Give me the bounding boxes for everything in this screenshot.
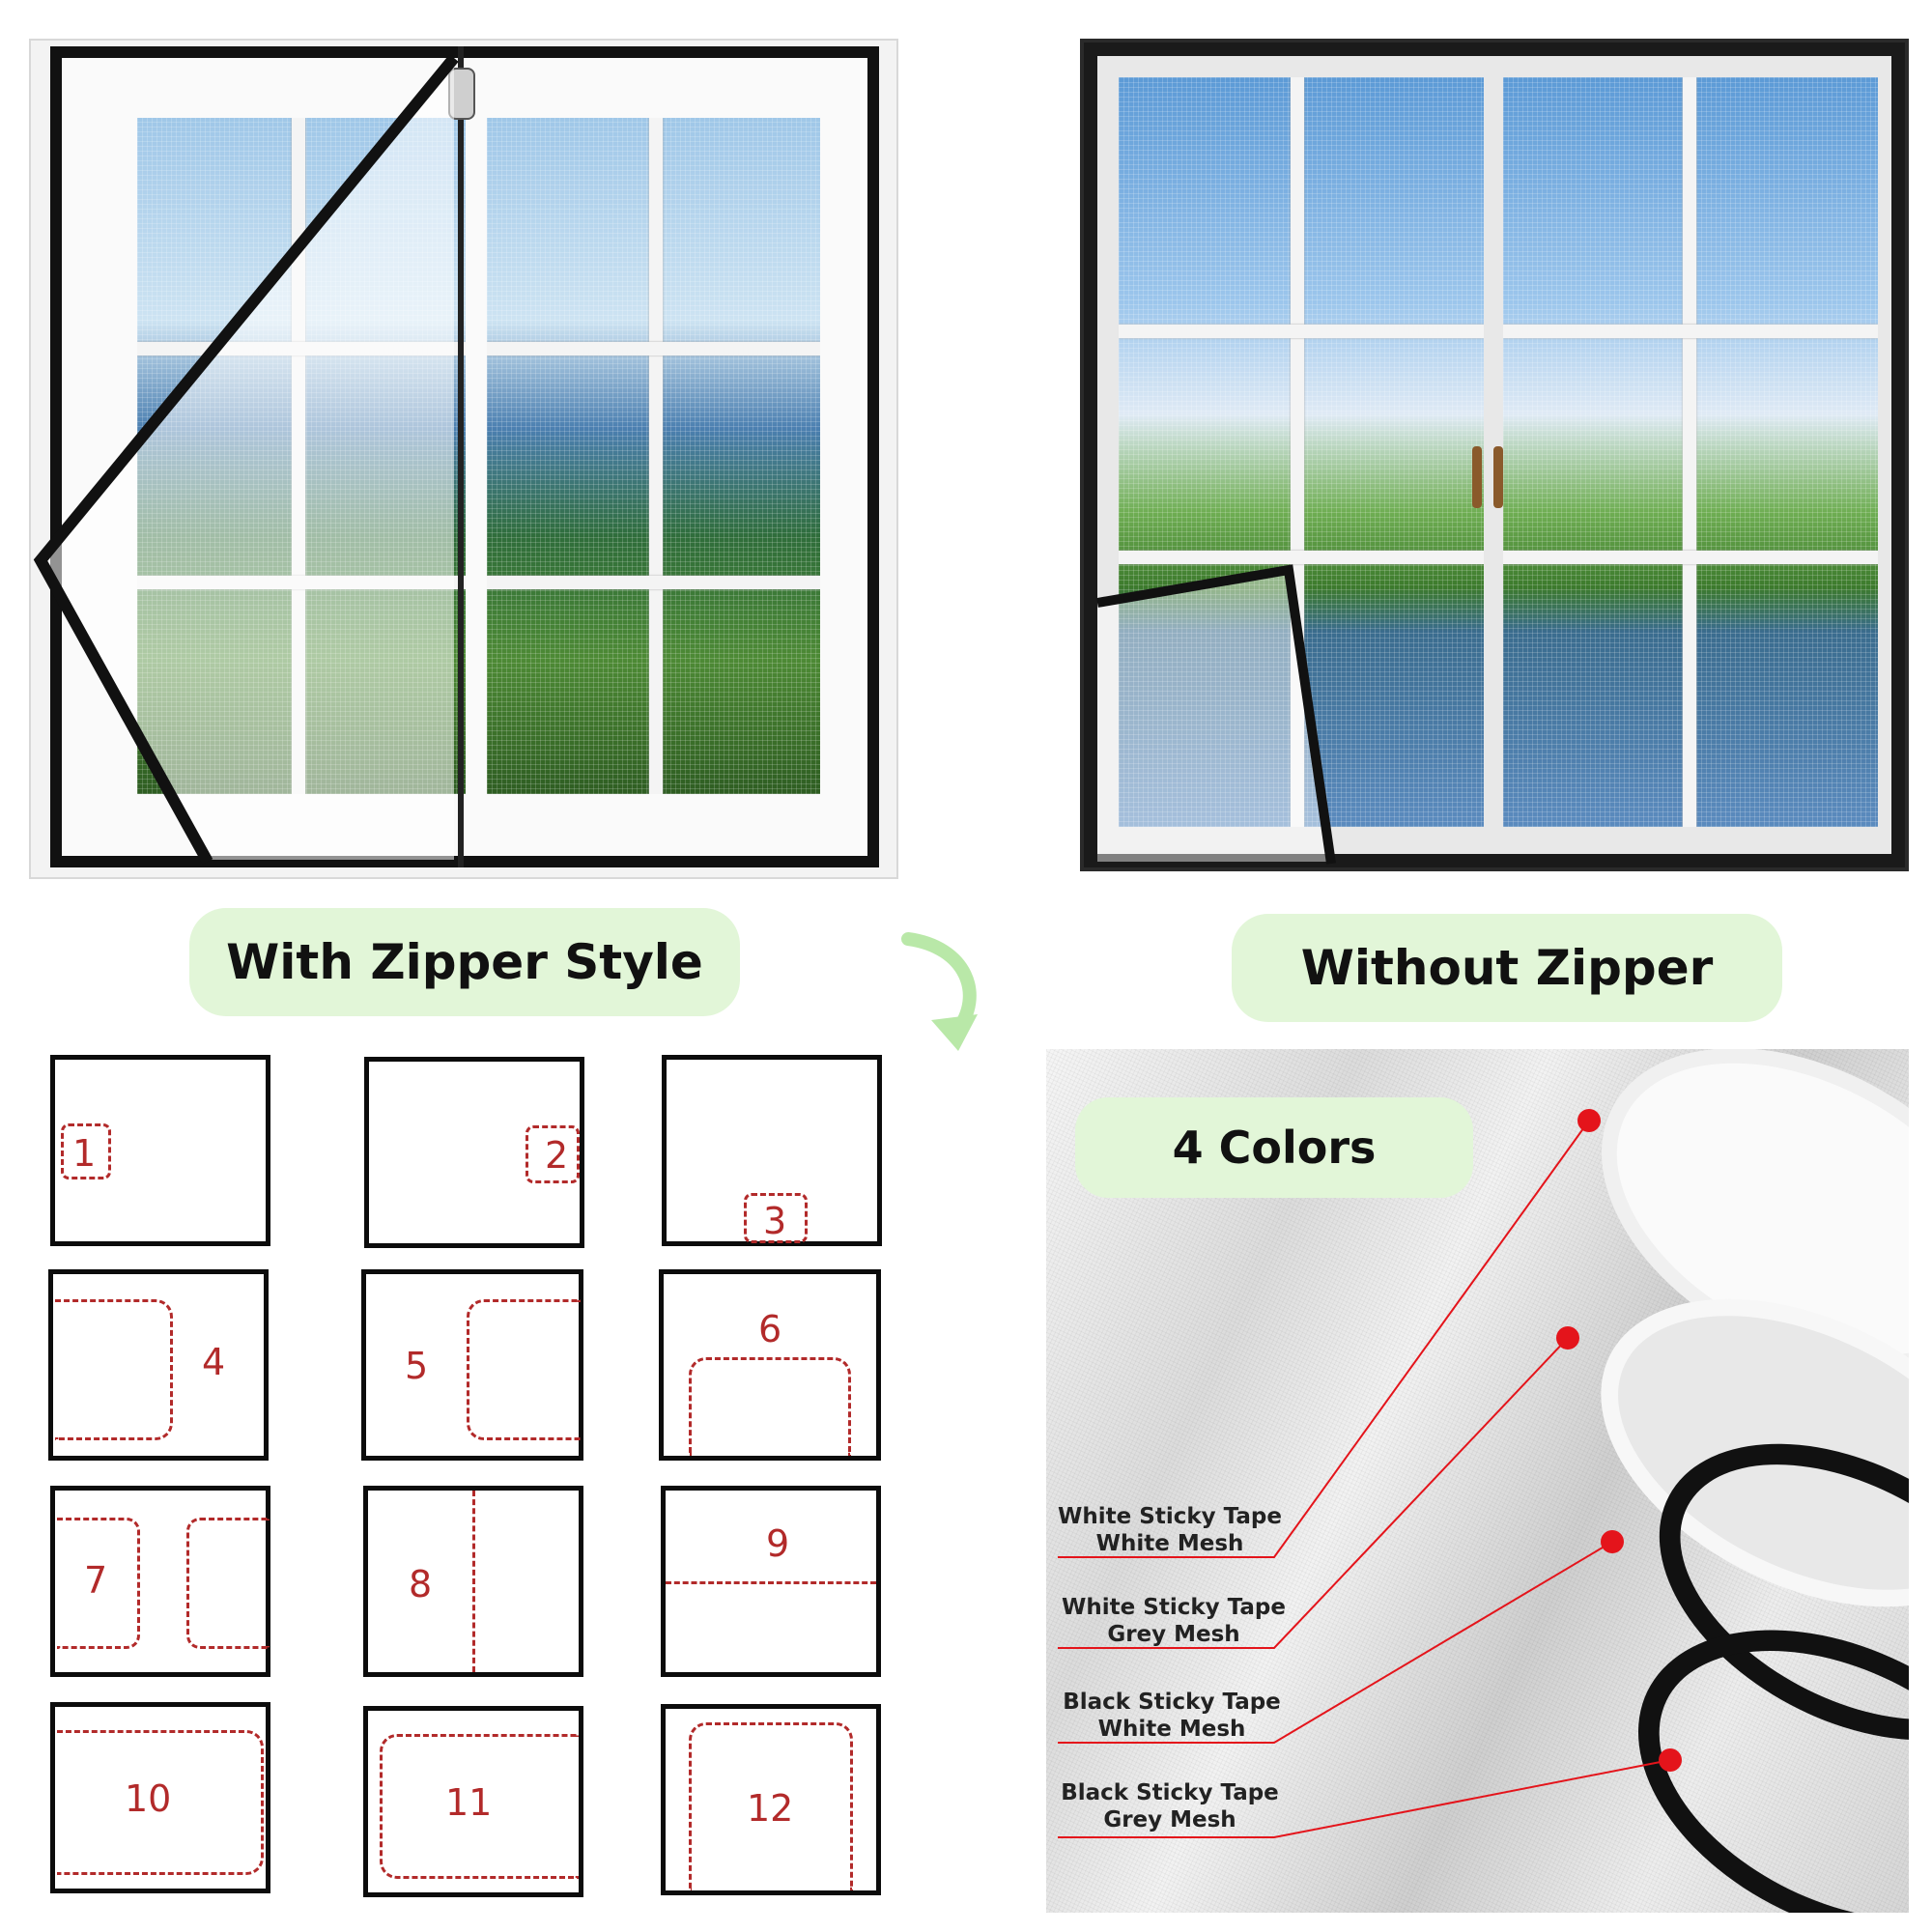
style-number: 2 bbox=[545, 1134, 569, 1177]
style-diagram-7: 7 bbox=[50, 1486, 270, 1677]
tape-color: Black Sticky Tape bbox=[1063, 1690, 1281, 1715]
color-option-3: Black Sticky Tape White Mesh bbox=[1058, 1689, 1286, 1743]
with-zipper-text: With Zipper Style bbox=[226, 934, 703, 990]
style-number: 4 bbox=[202, 1341, 226, 1383]
marker-dot bbox=[1577, 1109, 1601, 1132]
window-glass-right bbox=[487, 118, 820, 794]
zipper-line bbox=[458, 46, 464, 867]
style-diagram-1: 1 bbox=[50, 1055, 270, 1246]
style-diagram-12: 12 bbox=[661, 1704, 881, 1895]
style-number: 3 bbox=[763, 1200, 787, 1242]
style-number: 10 bbox=[125, 1777, 172, 1820]
peeled-corner-icon bbox=[33, 54, 459, 865]
mesh-color: White Mesh bbox=[1095, 1531, 1244, 1556]
window-glass-right bbox=[1503, 77, 1878, 827]
marker-dot bbox=[1601, 1530, 1624, 1553]
style-number: 7 bbox=[84, 1559, 108, 1602]
color-option-1: White Sticky Tape White Mesh bbox=[1056, 1503, 1284, 1557]
style-number: 6 bbox=[758, 1308, 782, 1350]
with-zipper-label: With Zipper Style bbox=[189, 908, 740, 1016]
window-without-zipper-photo bbox=[1080, 39, 1909, 871]
without-zipper-label: Without Zipper bbox=[1232, 914, 1782, 1022]
style-diagram-9: 9 bbox=[661, 1486, 881, 1677]
tape-color: White Sticky Tape bbox=[1058, 1504, 1282, 1529]
style-diagram-3: 3 bbox=[662, 1055, 882, 1246]
door-handle-icon bbox=[1472, 446, 1482, 508]
curved-arrow-icon bbox=[901, 932, 978, 1051]
color-option-4: Black Sticky Tape Grey Mesh bbox=[1056, 1779, 1284, 1833]
marker-dot bbox=[1556, 1326, 1579, 1350]
colors-text: 4 Colors bbox=[1172, 1122, 1377, 1174]
style-diagram-8: 8 bbox=[363, 1486, 583, 1677]
style-diagram-4: 4 bbox=[48, 1269, 269, 1461]
style-diagram-5: 5 bbox=[361, 1269, 583, 1461]
style-diagram-10: 10 bbox=[50, 1702, 270, 1893]
style-number: 9 bbox=[766, 1522, 790, 1565]
colors-label: 4 Colors bbox=[1075, 1097, 1473, 1198]
mesh-colors-photo: 4 Colors White Sticky Tape White Mesh Wh… bbox=[1046, 1049, 1909, 1913]
tape-color: White Sticky Tape bbox=[1062, 1595, 1286, 1620]
mesh-color: White Mesh bbox=[1097, 1717, 1246, 1742]
color-option-2: White Sticky Tape Grey Mesh bbox=[1060, 1594, 1288, 1648]
mesh-color: Grey Mesh bbox=[1103, 1807, 1236, 1833]
style-number: 12 bbox=[747, 1787, 794, 1830]
mesh-color: Grey Mesh bbox=[1107, 1622, 1240, 1647]
style-diagram-6: 6 bbox=[659, 1269, 881, 1461]
marker-dot bbox=[1659, 1748, 1682, 1772]
leader-lines bbox=[1058, 1120, 1671, 1838]
door-handle-icon bbox=[1493, 446, 1503, 508]
without-zipper-text: Without Zipper bbox=[1300, 940, 1714, 996]
style-diagram-2: 2 bbox=[364, 1057, 584, 1248]
peeled-corner-icon bbox=[1096, 564, 1336, 865]
style-number: 5 bbox=[405, 1345, 429, 1387]
style-number: 11 bbox=[445, 1781, 493, 1824]
style-number: 1 bbox=[72, 1132, 97, 1175]
tape-color: Black Sticky Tape bbox=[1061, 1780, 1279, 1805]
window-glass-left bbox=[1119, 77, 1484, 827]
style-diagram-11: 11 bbox=[363, 1706, 583, 1897]
style-number: 8 bbox=[409, 1563, 433, 1605]
window-with-zipper-photo bbox=[29, 39, 898, 879]
